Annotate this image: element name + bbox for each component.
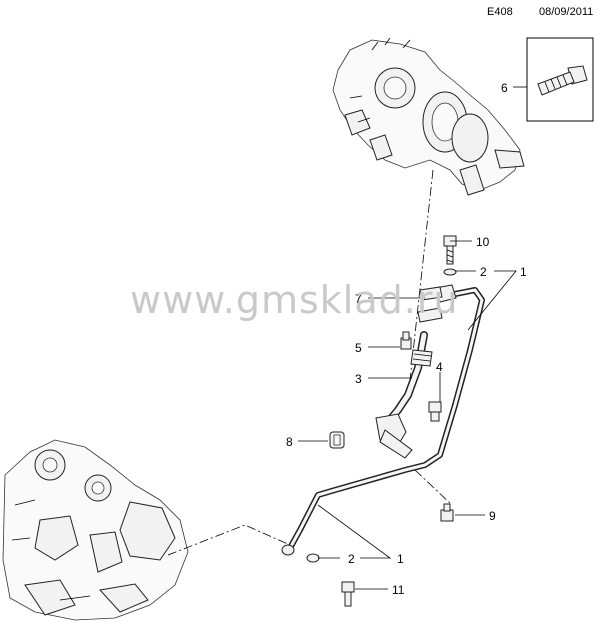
bolt-4 [428,401,442,422]
callout-1-lower: 1 [397,552,404,566]
bolt-6-inset [537,65,588,96]
callout-6: 6 [501,81,508,95]
callout-10: 10 [476,235,490,249]
callout-5: 5 [355,341,362,355]
callout-7: 7 [355,292,362,306]
diagram-code: E408 [487,6,513,18]
callout-2-lower: 2 [348,552,355,566]
callout-9: 9 [489,509,496,523]
washer-2-lower [306,553,320,563]
flange-gasket [417,307,443,323]
bolt-11 [341,581,355,607]
engine-block-illustration [2,439,189,621]
grommet-8 [329,431,345,449]
callout-11: 11 [392,583,405,597]
callout-3: 3 [355,372,362,386]
diagram-date: 08/09/2011 [539,6,594,18]
callout-8: 8 [286,435,293,449]
callout-4: 4 [436,360,443,374]
oil-return-pipe [375,331,433,459]
centerline-turbo [409,169,434,381]
callout-2-upper: 2 [480,265,487,279]
callout-1-upper: 1 [520,265,527,279]
centerline-lower [414,469,453,506]
bolt-9 [440,503,454,522]
banjo-bolt-10 [443,235,457,265]
watermark: www.gmsklad.ru [130,278,459,322]
bolt-5 [400,331,412,350]
gasket-7 [419,286,443,301]
centerline-engine [167,524,291,556]
turbocharger-illustration [332,37,525,196]
washer-2-upper [443,268,457,276]
leader-lines [298,86,527,590]
